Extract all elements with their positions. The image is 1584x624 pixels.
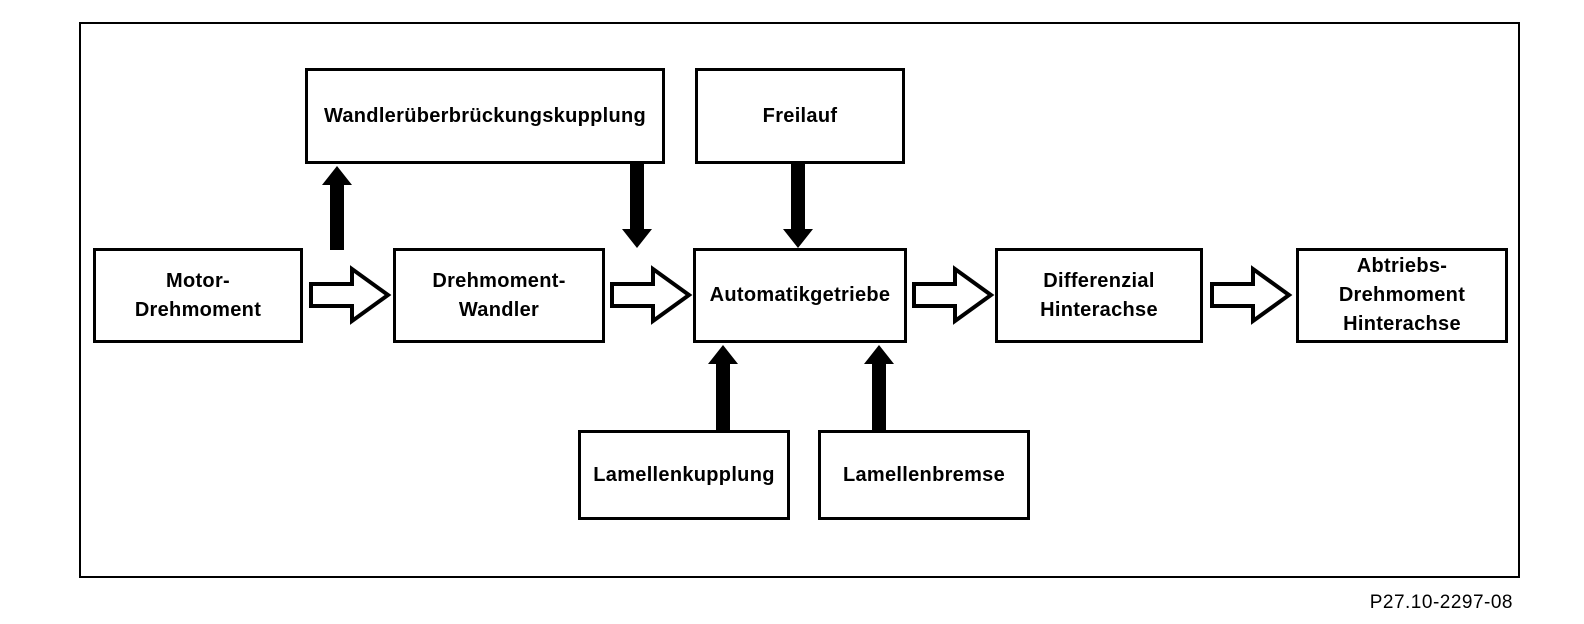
arrow-wandler-to-wuk bbox=[322, 166, 352, 250]
node-label: Differenzial Hinterachse bbox=[1040, 269, 1158, 321]
arrow-lamellenkupplung-to-automatik bbox=[708, 345, 738, 431]
arrow-wuk-to-automatik bbox=[622, 164, 652, 248]
node-abtriebs-drehmoment-hinterachse: Abtriebs- Drehmoment Hinterachse bbox=[1296, 248, 1508, 343]
node-lamellenbremse: Lamellenbremse bbox=[818, 430, 1030, 520]
node-differenzial-hinterachse: Differenzial Hinterachse bbox=[995, 248, 1203, 343]
node-label: Abtriebs- Drehmoment Hinterachse bbox=[1338, 255, 1466, 335]
arrow-freilauf-to-automatik bbox=[783, 162, 813, 248]
node-label: Freilauf bbox=[762, 104, 838, 127]
node-label: Lamellenkupplung bbox=[593, 463, 775, 486]
node-wandlerueberbrueckungskupplung: Wandlerüberbrückungskupplung bbox=[305, 68, 665, 164]
node-label: Lamellenbremse bbox=[842, 463, 1006, 486]
node-lamellenkupplung: Lamellenkupplung bbox=[578, 430, 790, 520]
arrow-motor-to-wandler bbox=[309, 265, 392, 325]
node-motor-drehmoment: Motor- Drehmoment bbox=[93, 248, 303, 343]
node-automatikgetriebe: Automatikgetriebe bbox=[693, 248, 907, 343]
node-label: Drehmoment- Wandler bbox=[432, 269, 566, 321]
arrow-wandler-to-automatik bbox=[610, 265, 693, 325]
arrow-automatik-to-differenzial bbox=[912, 265, 995, 325]
node-freilauf: Freilauf bbox=[695, 68, 905, 164]
node-label: Automatikgetriebe bbox=[709, 284, 891, 306]
node-label: Motor- Drehmoment bbox=[134, 269, 262, 321]
node-drehmoment-wandler: Drehmoment- Wandler bbox=[393, 248, 605, 343]
node-label: Wandlerüberbrückungskupplung bbox=[323, 104, 647, 127]
arrow-lamellenbremse-to-automatik bbox=[864, 345, 894, 431]
figure-code: P27.10-2297-08 bbox=[1369, 592, 1513, 613]
arrow-differenzial-to-abtrieb bbox=[1210, 265, 1293, 325]
